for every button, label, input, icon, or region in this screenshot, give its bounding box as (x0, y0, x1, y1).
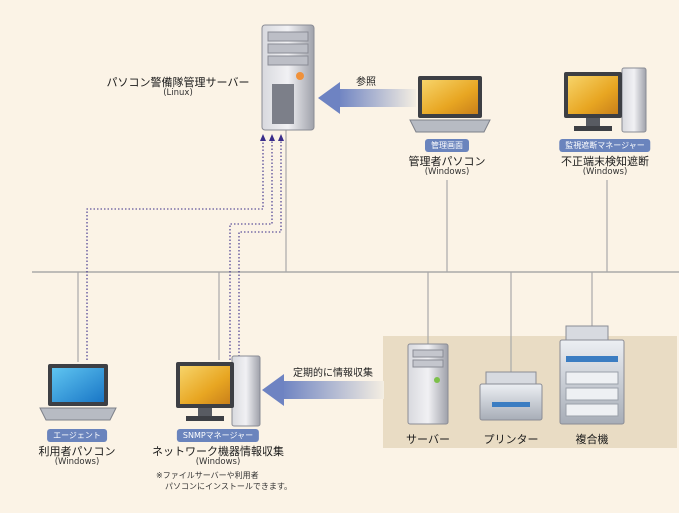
intrusion-title: 不正端末検知遮断 (561, 155, 649, 168)
admin-pc-title: 管理者パソコン (408, 155, 486, 168)
agent-link-arrowheads (260, 134, 284, 141)
snmp-workstation (176, 355, 261, 427)
printer-device (479, 371, 543, 421)
user-pc-os: (Windows) (54, 457, 100, 467)
admin-badge: 管理画面 (425, 139, 469, 152)
snmp-title: ネットワーク機器情報収集 (152, 445, 284, 458)
mgmt-server-os: (Linux) (163, 88, 193, 98)
reference-arrow (318, 82, 416, 114)
agent-links (86, 140, 282, 360)
file-server-tower (407, 343, 449, 425)
collect-label: 定期的に情報収集 (293, 368, 373, 379)
printer-title: プリンター (483, 433, 539, 446)
admin-laptop (409, 76, 491, 133)
network-drops (77, 130, 608, 374)
intrusion-badge: 監視遮断マネージャー (559, 139, 651, 152)
note-line-2: パソコンにインストールできます。 (165, 482, 293, 491)
intrusion-workstation (564, 67, 647, 133)
note-line-1: ※ファイルサーバーや利用者 (156, 471, 259, 480)
user-pc-title: 利用者パソコン (38, 445, 116, 458)
server-title: サーバー (406, 433, 450, 446)
mgmt-server-tower (261, 24, 315, 131)
intrusion-os: (Windows) (582, 167, 628, 177)
reference-label: 参照 (356, 77, 376, 88)
collect-arrow (262, 374, 384, 406)
mfp-title: 複合機 (575, 433, 609, 446)
snmp-os: (Windows) (195, 457, 241, 467)
mgmt-server-title: パソコン警備隊管理サーバー (106, 76, 250, 89)
user-badge: エージェント (47, 429, 107, 442)
admin-pc-os: (Windows) (424, 167, 470, 177)
user-laptop (39, 364, 117, 421)
mfp-device (559, 325, 625, 425)
snmp-badge: SNMPマネージャー (176, 429, 260, 442)
